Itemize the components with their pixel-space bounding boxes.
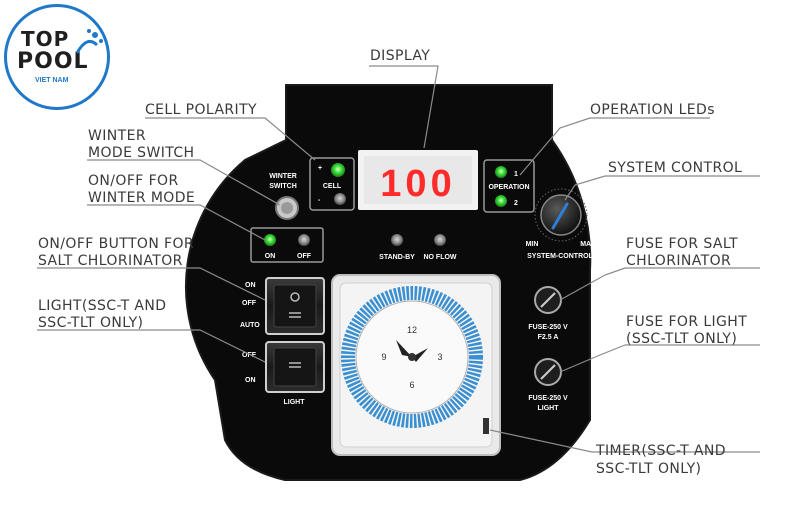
- svg-text:ON: ON: [245, 282, 256, 289]
- operation-led-2: [495, 195, 507, 207]
- svg-text:OPERATION: OPERATION: [488, 184, 529, 191]
- callout-light-2: SSC-TLT ONLY): [38, 315, 144, 331]
- svg-text:1: 1: [514, 171, 518, 178]
- cell-led-minus: [334, 193, 346, 205]
- callout-fuse-light-1: FUSE FOR LIGHT: [626, 314, 748, 330]
- svg-text:+: +: [318, 165, 322, 172]
- logo-top: TOP: [21, 27, 70, 51]
- svg-text:AUTO: AUTO: [240, 322, 260, 329]
- operation-led-1: [495, 166, 507, 178]
- svg-text:ON: ON: [265, 253, 276, 260]
- svg-text:ON: ON: [245, 377, 256, 384]
- svg-text:SWITCH: SWITCH: [269, 183, 297, 190]
- cell-led-plus: [331, 163, 345, 177]
- callout-winter-onoff-2: WINTER MODE: [88, 190, 196, 206]
- svg-text:CELL: CELL: [323, 183, 342, 190]
- operation-leds-box: [483, 159, 535, 213]
- callout-fuse-salt-1: FUSE FOR SALT: [626, 236, 739, 252]
- callout-operation-leds: OPERATION LEDs: [590, 102, 715, 118]
- svg-text:12: 12: [407, 325, 417, 335]
- callout-fuse-light-2: (SSC-TLT ONLY): [626, 331, 738, 347]
- svg-text:STAND-BY: STAND-BY: [379, 254, 415, 261]
- callout-salt-onoff-1: ON/OFF BUTTON FOR: [38, 236, 195, 252]
- winter-led-off: [298, 234, 310, 246]
- svg-text:LIGHT: LIGHT: [538, 405, 560, 412]
- winter-led-on: [264, 234, 276, 246]
- display-value: 100: [380, 163, 455, 205]
- svg-text:FUSE-250 V: FUSE-250 V: [528, 324, 568, 331]
- callout-timer-2: SSC-TLT ONLY): [596, 461, 702, 477]
- svg-text:MIN: MIN: [526, 241, 539, 248]
- water-splash-icon: [75, 29, 103, 54]
- svg-text:3: 3: [437, 352, 442, 362]
- callout-light-1: LIGHT(SSC-T AND: [38, 298, 167, 314]
- svg-text:9: 9: [381, 352, 386, 362]
- svg-text:NO FLOW: NO FLOW: [423, 254, 456, 261]
- callout-lines: [37, 65, 760, 453]
- svg-text:SYSTEM-CONTROL: SYSTEM-CONTROL: [527, 253, 593, 260]
- timer-ring[interactable]: [341, 286, 483, 428]
- svg-text:OFF: OFF: [242, 300, 257, 307]
- svg-text:WINTER: WINTER: [269, 173, 297, 180]
- svg-text:OFF: OFF: [297, 253, 312, 260]
- svg-text:LIGHT: LIGHT: [284, 399, 306, 406]
- svg-text:2: 2: [514, 200, 518, 207]
- callout-cell-polarity: CELL POLARITY: [145, 102, 257, 118]
- logo: TOP POOL VIET NAM: [4, 4, 110, 110]
- cell-polarity-box: [309, 157, 355, 211]
- callout-fuse-salt-2: CHLORINATOR: [626, 253, 732, 269]
- timer-hand: [396, 340, 412, 357]
- logo-pool: POOL: [17, 49, 89, 74]
- svg-text:6: 6: [409, 380, 414, 390]
- standby-led: [391, 234, 403, 246]
- callout-display: DISPLAY: [370, 48, 431, 64]
- svg-text:F2.5 A: F2.5 A: [538, 334, 559, 341]
- no-flow-led: [434, 234, 446, 246]
- callout-system-control: SYSTEM CONTROL: [608, 160, 743, 176]
- svg-text:FUSE-250 V: FUSE-250 V: [528, 395, 568, 402]
- svg-text:-: -: [318, 197, 321, 204]
- callout-winter-onoff-1: ON/OFF FOR: [88, 173, 179, 189]
- svg-text:MAX: MAX: [580, 241, 596, 248]
- callout-salt-onoff-2: SALT CHLORINATOR: [38, 253, 183, 269]
- callout-timer-1: TIMER(SSC-T AND: [596, 443, 726, 459]
- winter-mode-leds-box: [250, 227, 324, 263]
- svg-text:OFF: OFF: [242, 352, 257, 359]
- callout-winter-switch-2: MODE SWITCH: [88, 145, 195, 161]
- logo-sub: VIET NAM: [35, 77, 69, 84]
- callout-winter-switch-1: WINTER: [88, 128, 146, 144]
